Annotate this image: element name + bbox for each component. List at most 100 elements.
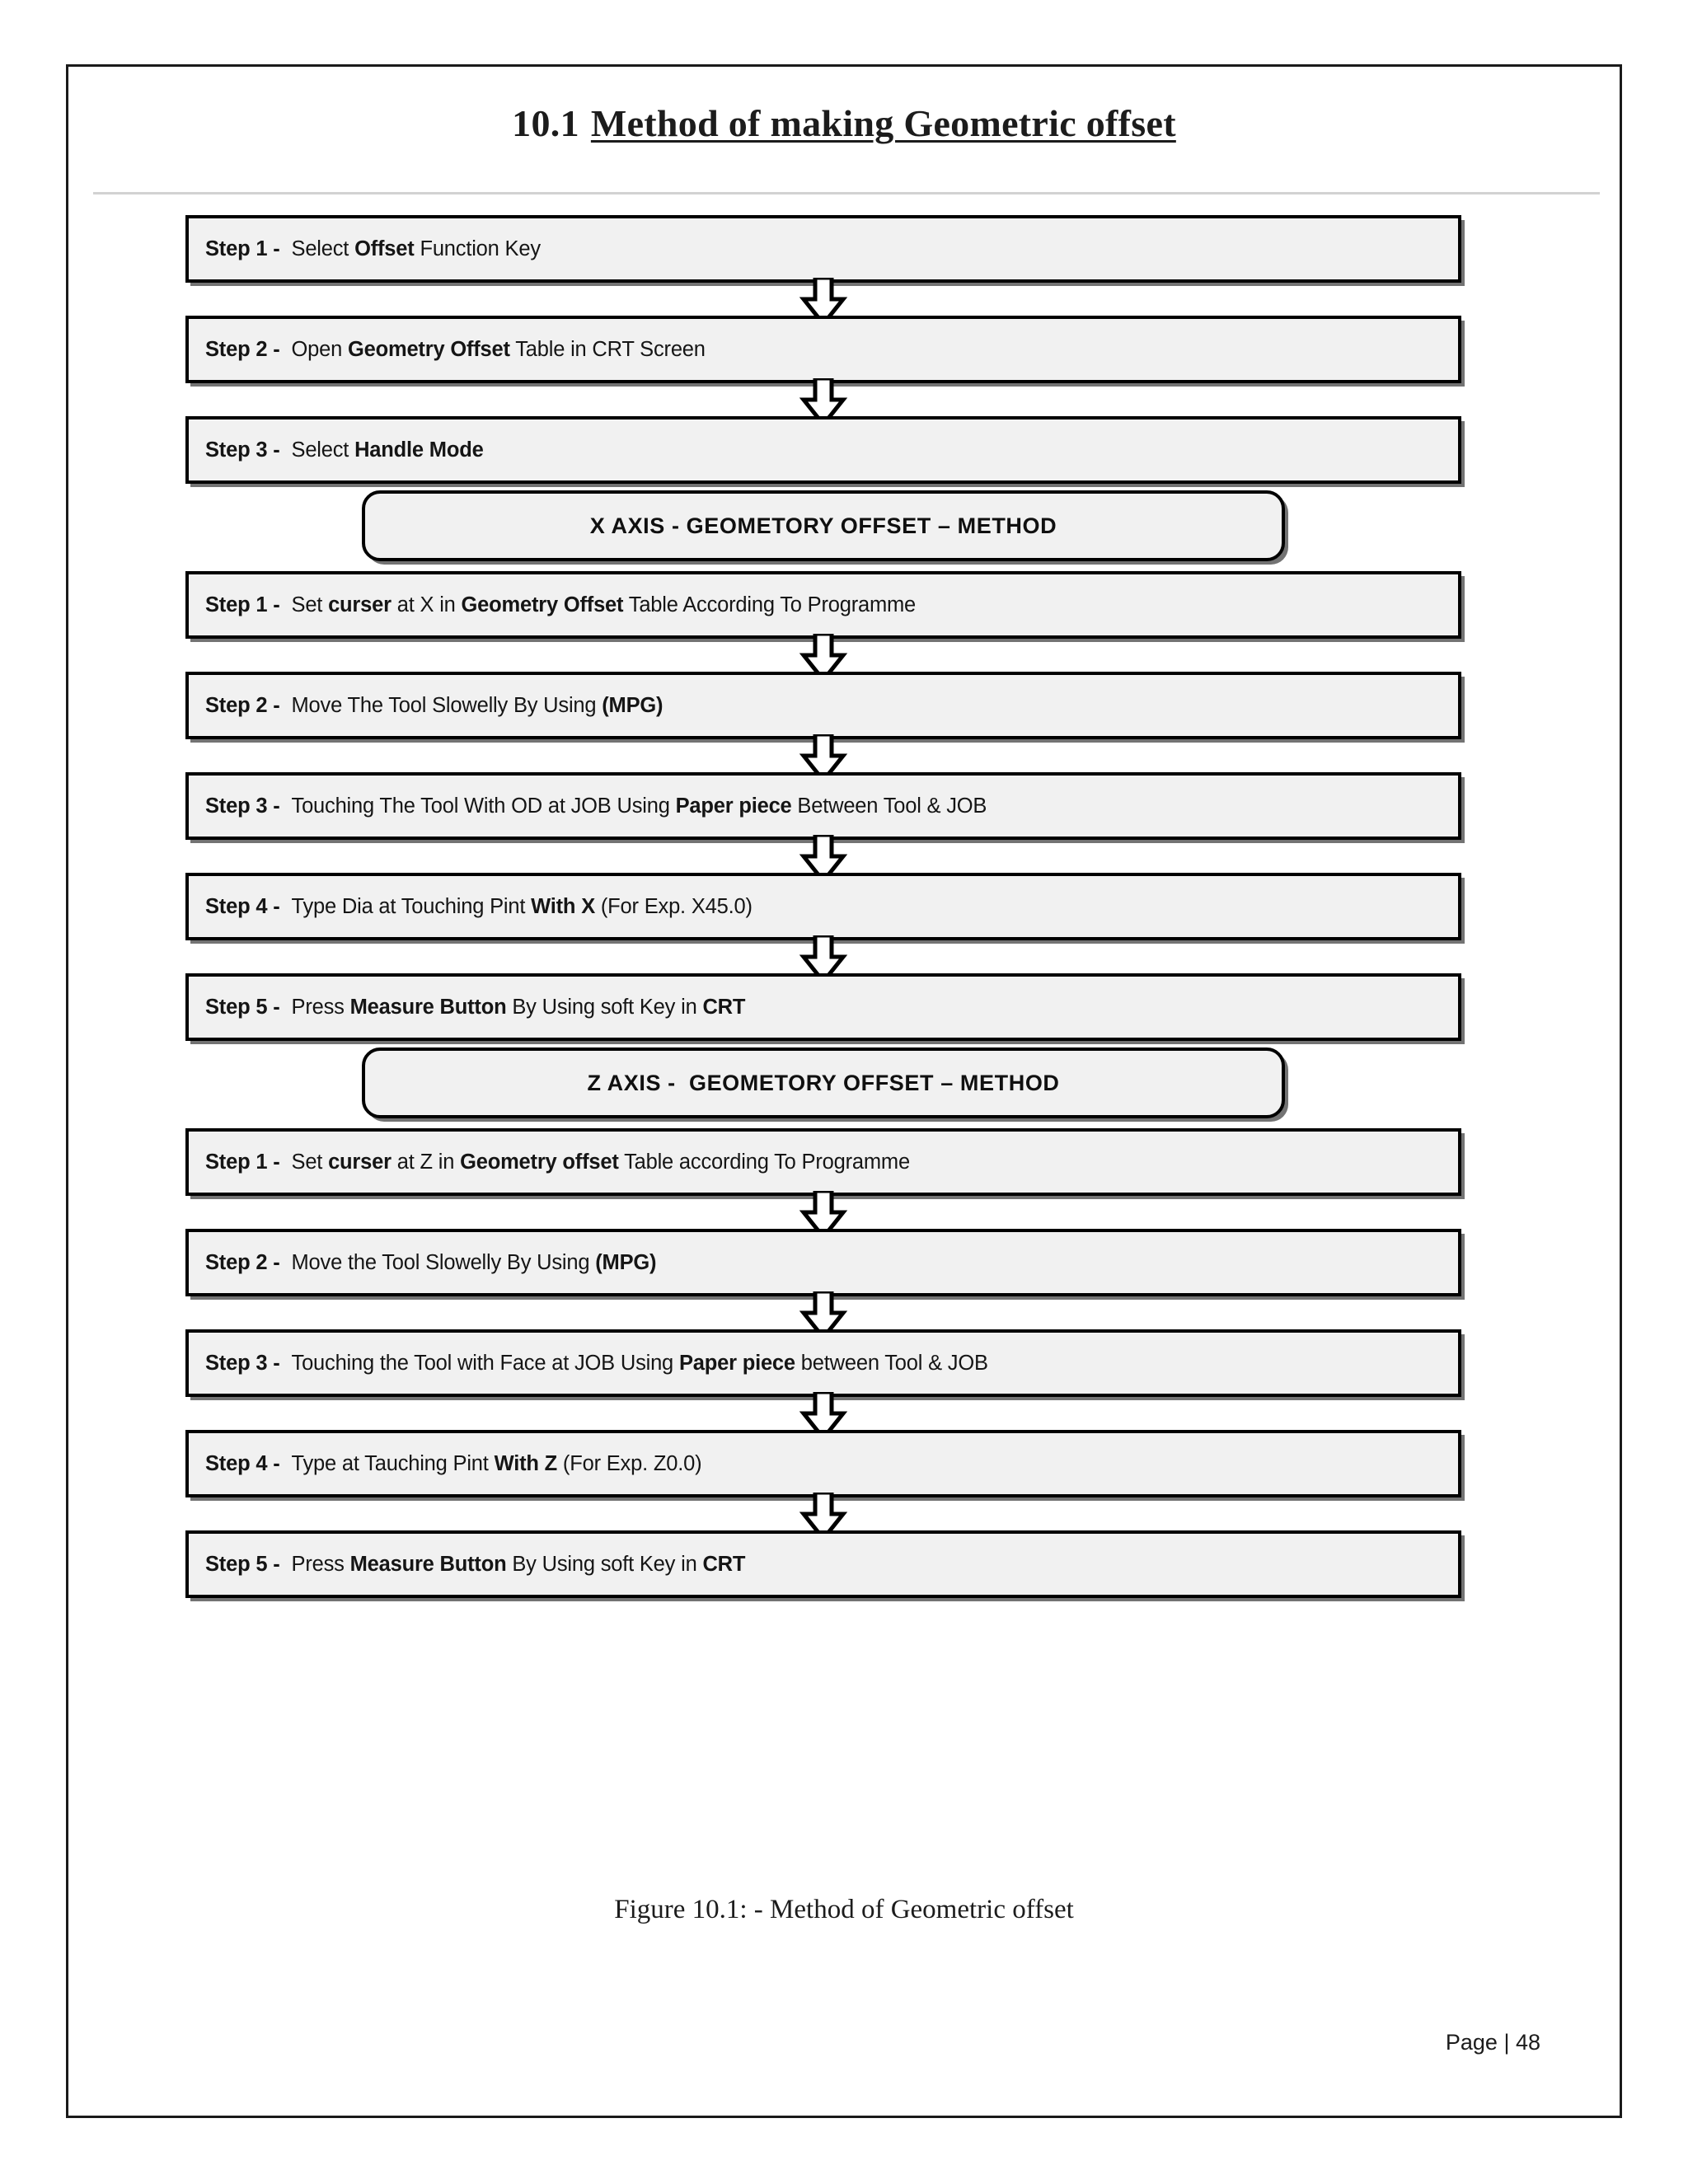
step-text-pre: Set: [291, 593, 329, 616]
step-text-pre: Select: [291, 438, 355, 462]
flow-step-box: Step 1 - Set curser at X in Geometry Offs…: [185, 571, 1461, 639]
title-divider: [93, 192, 1600, 194]
flow-step-text: Step 1 - Select Offset Function Key: [205, 237, 541, 261]
z-axis-section-heading: Z AXIS - GEOMETORY OFFSET – METHOD: [362, 1047, 1285, 1118]
flow-step-box: Step 2 -Move the Tool Slowelly By Using …: [185, 1229, 1461, 1296]
flow-step-box: Step 4 -Type at Tauching Pint With Z (Fo…: [185, 1430, 1461, 1497]
step-text-pre: Open: [291, 337, 348, 361]
step-text-pre: Touching The Tool With OD at JOB Using: [291, 794, 676, 818]
flow-step-box: Step 3 -Touching The Tool With OD at JOB…: [185, 772, 1461, 840]
down-arrow-icon: [799, 1392, 848, 1440]
step-text-pre: Set: [291, 1150, 329, 1174]
flow-step-text: Step 2 -Move the Tool Slowelly By Using …: [205, 1250, 657, 1275]
step-text-pre: Type Dia at Touching Pint: [291, 894, 532, 918]
page-title-number: 10.1: [512, 102, 579, 144]
step-text-post: (For Exp. X45.0): [595, 894, 753, 918]
step-text-emphasis: curser: [328, 593, 392, 616]
flow-step-label: Step 3 -: [205, 1351, 280, 1375]
step-text-post: (For Exp. Z0.0): [557, 1451, 702, 1475]
step-text-post: between Tool & JOB: [795, 1351, 988, 1375]
flow-step-text: Step 1 - Set curser at X in Geometry Offs…: [205, 593, 916, 617]
x-axis-section-heading-wrap: X AXIS - GEOMETORY OFFSET – METHOD: [185, 489, 1461, 563]
flow-connector-x-1: [185, 634, 1461, 682]
x-axis-section-heading: X AXIS - GEOMETORY OFFSET – METHOD: [362, 490, 1285, 561]
flow-connector-z-1: [185, 1191, 1461, 1239]
z-axis-section-heading-wrap: Z AXIS - GEOMETORY OFFSET – METHOD: [185, 1046, 1461, 1120]
step-text-post: Table According To Programme: [623, 593, 917, 616]
step-text-emphasis: Handle Mode: [354, 438, 484, 462]
flow-step-box: Step 5 -Press Measure Button By Using so…: [185, 973, 1461, 1041]
down-arrow-icon: [799, 835, 848, 883]
flow-step-box: Step 3 - Select Handle Mode: [185, 416, 1461, 484]
step-text-emphasis: Offset: [354, 237, 415, 260]
flow-connector-intro-2: [185, 378, 1461, 426]
step-text-post: Between Tool & JOB: [791, 794, 987, 818]
flow-step-label: Step 2 -: [205, 337, 280, 361]
step-text-mid: By Using soft Key in: [506, 995, 703, 1019]
x-axis-section-heading-label: X AXIS - GEOMETORY OFFSET – METHOD: [589, 513, 1057, 538]
step-text-pre: Press: [291, 1552, 350, 1576]
step-text-pre: Move The Tool Slowelly By Using: [291, 693, 603, 717]
step-text-emphasis-2: Geometry offset: [460, 1150, 619, 1174]
flow-step-label: Step 1 -: [205, 237, 280, 260]
flow-step-text: Step 5 -Press Measure Button By Using so…: [205, 996, 745, 1019]
page-number-footer: Page | 48: [1445, 2030, 1540, 2055]
spacer-after-z-heading: [185, 1120, 1461, 1128]
step-text-emphasis: With Z: [494, 1451, 558, 1475]
step-text-emphasis: With X: [531, 894, 595, 918]
step-text-emphasis: Measure Button: [349, 1552, 507, 1576]
flow-step-text: Step 4 - Type Dia at Touching Pint With X…: [205, 895, 753, 919]
flow-step-label: Step 1 -: [205, 1150, 280, 1174]
flow-step-text: Step 3 - Select Handle Mode: [205, 438, 484, 462]
step-text-emphasis: Geometry Offset: [347, 337, 510, 361]
figure-caption: Figure 10.1: - Method of Geometric offse…: [614, 1895, 1074, 1924]
flow-step-box: Step 1 - Select Offset Function Key: [185, 215, 1461, 283]
step-text-post: Function Key: [414, 237, 541, 260]
flow-step-label: Step 2 -: [205, 1250, 280, 1274]
flow-step-box: Step 1 - Set curser at Z in Geometry offs…: [185, 1128, 1461, 1196]
step-text-post: Table according To Programme: [618, 1150, 910, 1174]
step-text-emphasis: Paper piece: [675, 794, 792, 818]
flow-step-text: Step 2 -Move The Tool Slowelly By Using …: [205, 694, 663, 718]
flow-step-text: Step 3 -Touching The Tool With OD at JOB…: [205, 794, 987, 818]
flow-step-label: Step 3 -: [205, 438, 280, 462]
flow-step-label: Step 4 -: [205, 894, 280, 918]
down-arrow-icon: [799, 1493, 848, 1540]
flow-step-label: Step 1 -: [205, 593, 280, 616]
flow-connector-z-2: [185, 1291, 1461, 1339]
page-title: 10.1 Method of making Geometric offset: [68, 101, 1620, 145]
spacer-after-x-heading: [185, 563, 1461, 571]
flow-step-text: Step 2 - Open Geometry Offset Table in CR…: [205, 338, 706, 362]
flow-step-box: Step 2 - Open Geometry Offset Table in CR…: [185, 316, 1461, 383]
down-arrow-icon: [799, 1191, 848, 1239]
down-arrow-icon: [799, 935, 848, 983]
flow-step-text: Step 4 -Type at Tauching Pint With Z (Fo…: [205, 1451, 702, 1476]
flow-step-text: Step 1 - Set curser at Z in Geometry offs…: [205, 1151, 910, 1174]
step-text-emphasis-2: Geometry Offset: [461, 593, 624, 616]
step-text-mid: at Z in: [391, 1150, 461, 1174]
down-arrow-icon: [799, 278, 848, 326]
flow-connector-z-3: [185, 1392, 1461, 1440]
step-text-mid: By Using soft Key in: [506, 1552, 703, 1576]
step-text-emphasis: (MPG): [595, 1250, 657, 1274]
page-title-text: Method of making Geometric offset: [590, 102, 1176, 144]
flow-step-box: Step 4 - Type Dia at Touching Pint With X…: [185, 873, 1461, 940]
step-text-pre: Move the Tool Slowelly By Using: [291, 1250, 596, 1274]
down-arrow-icon: [799, 378, 848, 426]
step-text-emphasis: curser: [328, 1150, 392, 1174]
down-arrow-icon: [799, 734, 848, 782]
step-text-emphasis: Measure Button: [349, 995, 507, 1019]
flow-connector-z-4: [185, 1493, 1461, 1540]
step-text-emphasis-2: CRT: [702, 1552, 746, 1576]
flow-step-label: Step 4 -: [205, 1451, 280, 1475]
flow-step-label: Step 2 -: [205, 693, 280, 717]
down-arrow-icon: [799, 1291, 848, 1339]
down-arrow-icon: [799, 634, 848, 682]
flow-connector-x-3: [185, 835, 1461, 883]
step-text-post: Table in CRT Screen: [509, 337, 706, 361]
step-text-pre: Select: [291, 237, 355, 260]
flow-step-text: Step 5 -Press Measure Button By Using so…: [205, 1553, 745, 1577]
step-text-mid: at X in: [391, 593, 462, 616]
flow-step-box: Step 2 -Move The Tool Slowelly By Using …: [185, 672, 1461, 739]
